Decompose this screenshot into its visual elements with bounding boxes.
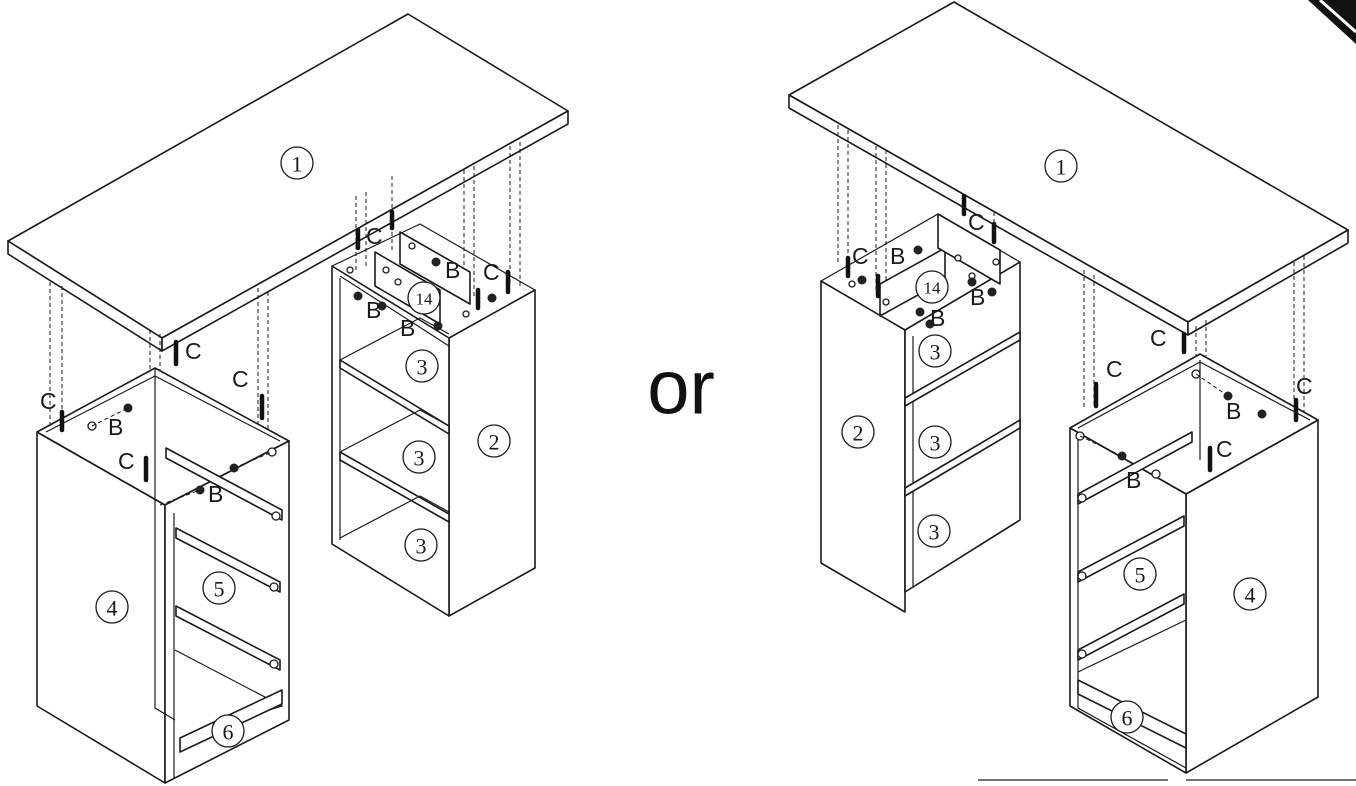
- hw-label-b: B: [445, 257, 460, 283]
- hw-label-c: C: [118, 448, 135, 474]
- svg-text:4: 4: [1245, 583, 1256, 608]
- part-label-14: 14: [407, 281, 441, 315]
- hw-label-c: C: [1216, 436, 1233, 462]
- svg-text:6: 6: [1122, 706, 1133, 731]
- svg-text:3: 3: [930, 431, 941, 456]
- svg-text:3: 3: [414, 446, 425, 471]
- svg-text:1: 1: [292, 152, 303, 177]
- part-label-5: 5: [202, 571, 236, 605]
- hw-label-c: C: [40, 388, 57, 414]
- part-label-3: 3: [918, 334, 952, 368]
- hw-label-c: C: [1296, 373, 1313, 399]
- hw-label-b: B: [208, 481, 223, 507]
- hw-label-b: B: [970, 284, 985, 310]
- svg-text:14: 14: [416, 290, 434, 309]
- svg-text:6: 6: [223, 720, 234, 745]
- hw-label-b: B: [890, 243, 905, 269]
- part-label-3: 3: [402, 440, 436, 474]
- hw-label-c: C: [185, 338, 202, 364]
- part-label-3: 3: [918, 425, 952, 459]
- hw-label-b: B: [930, 305, 945, 331]
- svg-text:14: 14: [924, 279, 942, 298]
- hw-label-b: B: [1226, 398, 1241, 424]
- hw-label-b: B: [1126, 467, 1141, 493]
- svg-text:3: 3: [930, 340, 941, 365]
- svg-text:4: 4: [107, 596, 118, 621]
- left-configuration: [7, 13, 569, 784]
- part-label-1: 1: [1044, 149, 1078, 183]
- hw-label-c: C: [1106, 356, 1123, 382]
- svg-text:2: 2: [489, 430, 500, 455]
- corner-badge: [1308, 0, 1356, 44]
- hw-label-b: B: [366, 297, 381, 323]
- hw-label-c: C: [232, 366, 249, 392]
- svg-text:1: 1: [1056, 155, 1067, 180]
- part-label-14: 14: [915, 270, 949, 304]
- hw-label-c: C: [968, 209, 985, 235]
- hw-label-c: C: [366, 223, 383, 249]
- part-label-5: 5: [1123, 557, 1157, 591]
- part-label-1: 1: [280, 146, 314, 180]
- part-label-6: 6: [1110, 700, 1144, 734]
- svg-text:3: 3: [929, 520, 940, 545]
- hw-label-c: C: [852, 243, 869, 269]
- hw-label-b: B: [400, 315, 415, 341]
- part-label-2: 2: [841, 415, 875, 449]
- part-label-3: 3: [917, 514, 951, 548]
- or-separator: or: [647, 346, 715, 431]
- svg-text:5: 5: [1135, 563, 1146, 588]
- right-configuration: [788, 1, 1349, 774]
- hw-label-b: B: [108, 414, 123, 440]
- drawer-slide: [1077, 431, 1193, 505]
- part-label-4: 4: [95, 590, 129, 624]
- svg-text:2: 2: [853, 421, 864, 446]
- part-label-4: 4: [1233, 577, 1267, 611]
- svg-text:3: 3: [417, 355, 428, 380]
- hw-label-c: C: [1150, 325, 1167, 351]
- svg-text:5: 5: [214, 577, 225, 602]
- drawer-slide: [165, 447, 283, 521]
- svg-text:3: 3: [416, 534, 427, 559]
- part-label-3: 3: [404, 528, 438, 562]
- part-label-3: 3: [405, 349, 439, 383]
- hw-label-c: C: [483, 259, 500, 285]
- part-label-2: 2: [477, 424, 511, 458]
- part-label-6: 6: [211, 714, 245, 748]
